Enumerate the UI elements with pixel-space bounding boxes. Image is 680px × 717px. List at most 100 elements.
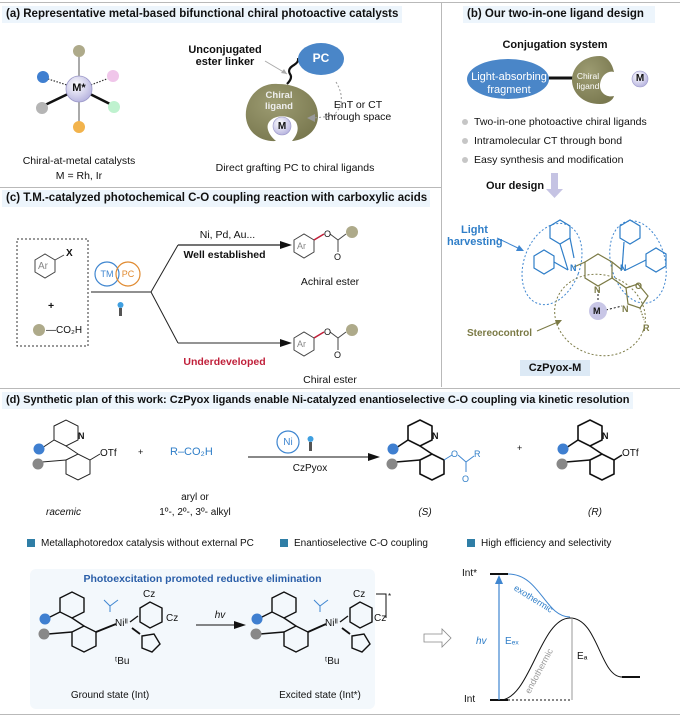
feature-3-text: High efficiency and selectivity (481, 538, 612, 549)
gray-group-ground (38, 628, 50, 640)
gray-group-excited (250, 628, 262, 640)
o-bottom: O (324, 327, 332, 337)
product-s-carbonyl-o: O (462, 474, 470, 484)
tbu-ground: ᵗBu (115, 656, 130, 667)
product-r-label: (R) (588, 507, 602, 518)
our-design-label: Our design (486, 180, 545, 192)
feature-1-text: Metallaphotoredox catalysis without exte… (41, 538, 254, 549)
cz-excited-top: Cz (353, 589, 366, 600)
acid-label: —CO₂H (46, 325, 83, 336)
product-s-label: (S) (418, 507, 432, 518)
reaction-arrow-d (368, 453, 380, 461)
ligand-b-line2: ligand (576, 81, 600, 91)
substrate-n: N (78, 431, 85, 441)
light-harvesting-label: Light harvesting (447, 224, 503, 248)
feature-3: High efficiency and selectivity (467, 537, 611, 550)
mechanism-box (30, 569, 375, 709)
ligand-sphere-top (73, 45, 85, 57)
feature-2: Enantioselective C-O coupling (280, 537, 428, 550)
achiral-ester-label: Achiral ester (300, 276, 360, 288)
metal-center-label: M* (72, 82, 86, 94)
bullet-dot (462, 157, 468, 164)
light-absorbing-ellipse (467, 59, 549, 99)
int-star-label: Int* (462, 568, 478, 579)
top-conditions: Ni, Pd, Au... (199, 229, 256, 241)
ligand-sphere-green (108, 101, 120, 113)
bullet-2: Intramolecular CT through bond (462, 135, 622, 148)
atom-n-pyridine: N (594, 285, 601, 295)
chiral-ester-label: Chiral ester (303, 374, 357, 386)
transfer-line1: EnT or CT (333, 99, 383, 111)
chiral-ligand-label: Chiral ligand (256, 90, 302, 112)
panel-b-title: (b) Our two-in-one ligand design (463, 6, 655, 23)
conjugation-label: Conjugation system (502, 39, 608, 51)
gray-group-substrate (32, 458, 44, 470)
ester-sphere-bottom (346, 324, 358, 336)
o-top: O (324, 229, 332, 239)
feature-1: Metallaphotoredox catalysis without exte… (27, 537, 254, 550)
lamp-icon-d (309, 442, 312, 451)
transfer-line2: through space (324, 111, 392, 123)
well-established-label: Well established (183, 249, 266, 261)
transfer-label: EnT or CT through space (318, 99, 398, 123)
bullet-2-text: Intramolecular CT through bond (474, 135, 623, 147)
linker-label-line2: ester linker (195, 56, 255, 68)
acid-scope-line1: aryl or (181, 492, 209, 503)
atom-r: R (643, 323, 650, 333)
light-line1: Light (461, 224, 488, 236)
acid-scope-line2: 1º-, 2º-, 3º- alkyl (159, 507, 231, 518)
fragment-line1: Light-absorbing (471, 71, 547, 83)
metal-b-label: M (635, 73, 645, 84)
product-s-n: N (432, 431, 439, 441)
plus-c: + (48, 300, 55, 312)
blue-group-substrate (33, 443, 45, 455)
linker-label: Unconjugated ester linker (180, 44, 270, 68)
product-r-otf: OTf (622, 448, 639, 459)
ni-excited: Niᴵᴵ (325, 618, 338, 629)
bullet-dot (462, 138, 468, 145)
metal-center (65, 75, 93, 103)
e-ex-label: Eₑₓ (505, 636, 519, 647)
fragment-label: Light-absorbing fragment (470, 71, 548, 97)
ligand-b-line1: Chiral (576, 71, 600, 81)
arrow-underdeveloped (280, 339, 292, 347)
ligand-sphere-pink (107, 70, 119, 82)
atom-m: M (593, 306, 601, 316)
feature-bullet (27, 539, 35, 547)
blue-group-r (557, 443, 569, 455)
bullet-1-text: Two-in-one photoactive chiral ligands (474, 116, 647, 128)
caption-metal-examples: M = Rh, Ir (55, 170, 103, 182)
metal-czpyox (589, 302, 607, 320)
metal-b (631, 70, 649, 88)
gray-group-r (556, 458, 568, 470)
atom-o-oxazoline: O (635, 281, 643, 291)
top-border (0, 2, 680, 3)
mechanism-title: Photoexcitation promoted reductive elimi… (83, 573, 322, 585)
acid-sphere (33, 324, 45, 336)
chiral-ligand-b: Chiral ligand (573, 71, 603, 91)
aryl-label: Ar (38, 261, 48, 272)
caption-direct-grafting: Direct grafting PC to chiral ligands (215, 162, 375, 174)
e-a-label: Eₐ (577, 651, 588, 662)
ground-state-label: Ground state (Int) (70, 690, 150, 701)
atom-n-left: N (570, 263, 577, 273)
blue-group-excited (251, 613, 263, 625)
o-bottom-carbonyl: O (334, 350, 342, 360)
arrow-well-established (280, 241, 292, 249)
stereocontrol-label: Stereocontrol (467, 328, 533, 339)
panel-a-title: (a) Representative metal-based bifunctio… (2, 6, 403, 23)
reactant-box (16, 238, 89, 347)
substrate-otf: OTf (100, 448, 117, 459)
divider-vertical (441, 2, 442, 387)
hv-label: hv (214, 610, 226, 621)
blue-group-ground (39, 613, 51, 625)
ligand-sphere-blue (37, 71, 49, 83)
underdeveloped-label: Underdeveloped (183, 356, 266, 368)
product-s-r: R (474, 449, 481, 459)
product-s-o: O (451, 449, 459, 459)
